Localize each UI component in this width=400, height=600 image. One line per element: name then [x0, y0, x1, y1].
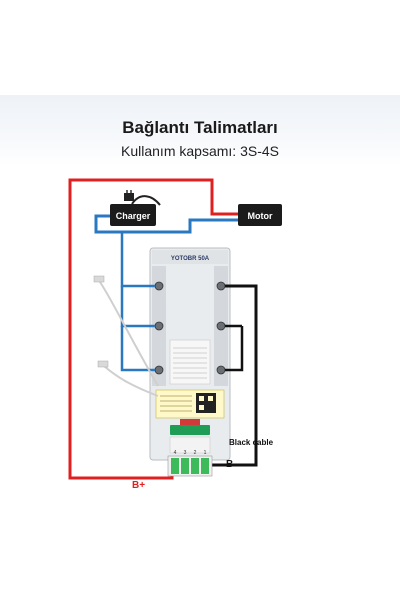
- b-minus-label: B-: [226, 459, 237, 470]
- pin-label: 4: [174, 450, 177, 456]
- temperature-probe-1: [99, 281, 159, 387]
- red-wire: [68, 178, 238, 470]
- brand-label: YOTOBR 50A: [171, 256, 210, 262]
- bms-board: YOTOBR 50A: [149, 247, 231, 461]
- pin-label: 2: [194, 450, 197, 456]
- pin-label: 3: [184, 450, 187, 456]
- left-terminals: [154, 281, 164, 375]
- pin-label: 1: [204, 450, 207, 456]
- balance-connector: 4 3 2 1: [167, 450, 213, 477]
- motor-label: Motor: [248, 211, 273, 221]
- plug-icon: [124, 193, 134, 201]
- page-subtitle: Kullanım kapsamı: 3S-4S: [121, 143, 279, 159]
- header-band: [0, 95, 400, 165]
- temperature-probe-2: [103, 365, 159, 397]
- motor-box: Motor: [238, 204, 282, 226]
- page-title: Bağlantı Talimatları: [122, 118, 278, 137]
- b-plus-label: B+: [132, 480, 145, 491]
- red-wire-bplus: [68, 466, 174, 480]
- charger-cable: [131, 195, 161, 206]
- right-terminals: [216, 281, 226, 375]
- charger-label: Charger: [116, 211, 151, 221]
- charger-box: Charger: [110, 204, 156, 226]
- black-wire: [212, 284, 258, 467]
- black-cable-label: Black cable: [229, 438, 274, 447]
- blue-wire: [94, 214, 238, 234]
